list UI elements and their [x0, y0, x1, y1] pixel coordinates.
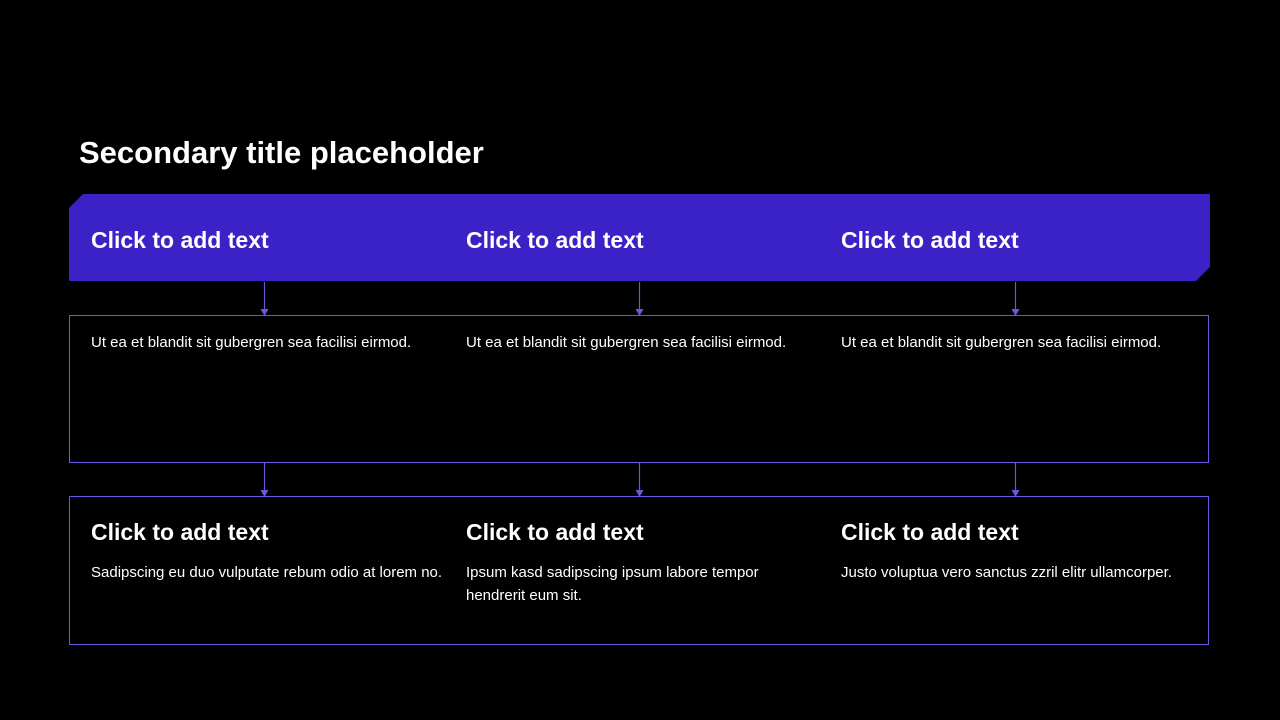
column-1-bottom-text[interactable]: Sadipscing eu duo vulputate rebum odio a…: [91, 564, 443, 581]
column-2-heading[interactable]: Click to add text: [466, 227, 644, 253]
column-1-bottom-heading[interactable]: Click to add text: [91, 519, 269, 545]
middle-panel: [69, 315, 1209, 463]
column-3-middle-text[interactable]: Ut ea et blandit sit gubergren sea facil…: [841, 334, 1162, 351]
column-3-bottom-heading[interactable]: Click to add text: [841, 519, 1019, 545]
header-band: [69, 194, 1210, 281]
column-2-middle-text[interactable]: Ut ea et blandit sit gubergren sea facil…: [466, 334, 787, 351]
column-3-bottom-text[interactable]: Justo voluptua vero sanctus zzril elitr …: [841, 564, 1172, 581]
column-2-bottom-text[interactable]: Ipsum kasd sadipscing ipsum labore tempo…: [466, 564, 759, 604]
slide-title[interactable]: Secondary title placeholder: [79, 135, 484, 170]
column-3-heading[interactable]: Click to add text: [841, 227, 1019, 253]
column-2-bottom-heading[interactable]: Click to add text: [466, 519, 644, 545]
bottom-panel: [69, 496, 1209, 645]
column-1-middle-text[interactable]: Ut ea et blandit sit gubergren sea facil…: [91, 334, 412, 351]
column-1-heading[interactable]: Click to add text: [91, 227, 269, 253]
